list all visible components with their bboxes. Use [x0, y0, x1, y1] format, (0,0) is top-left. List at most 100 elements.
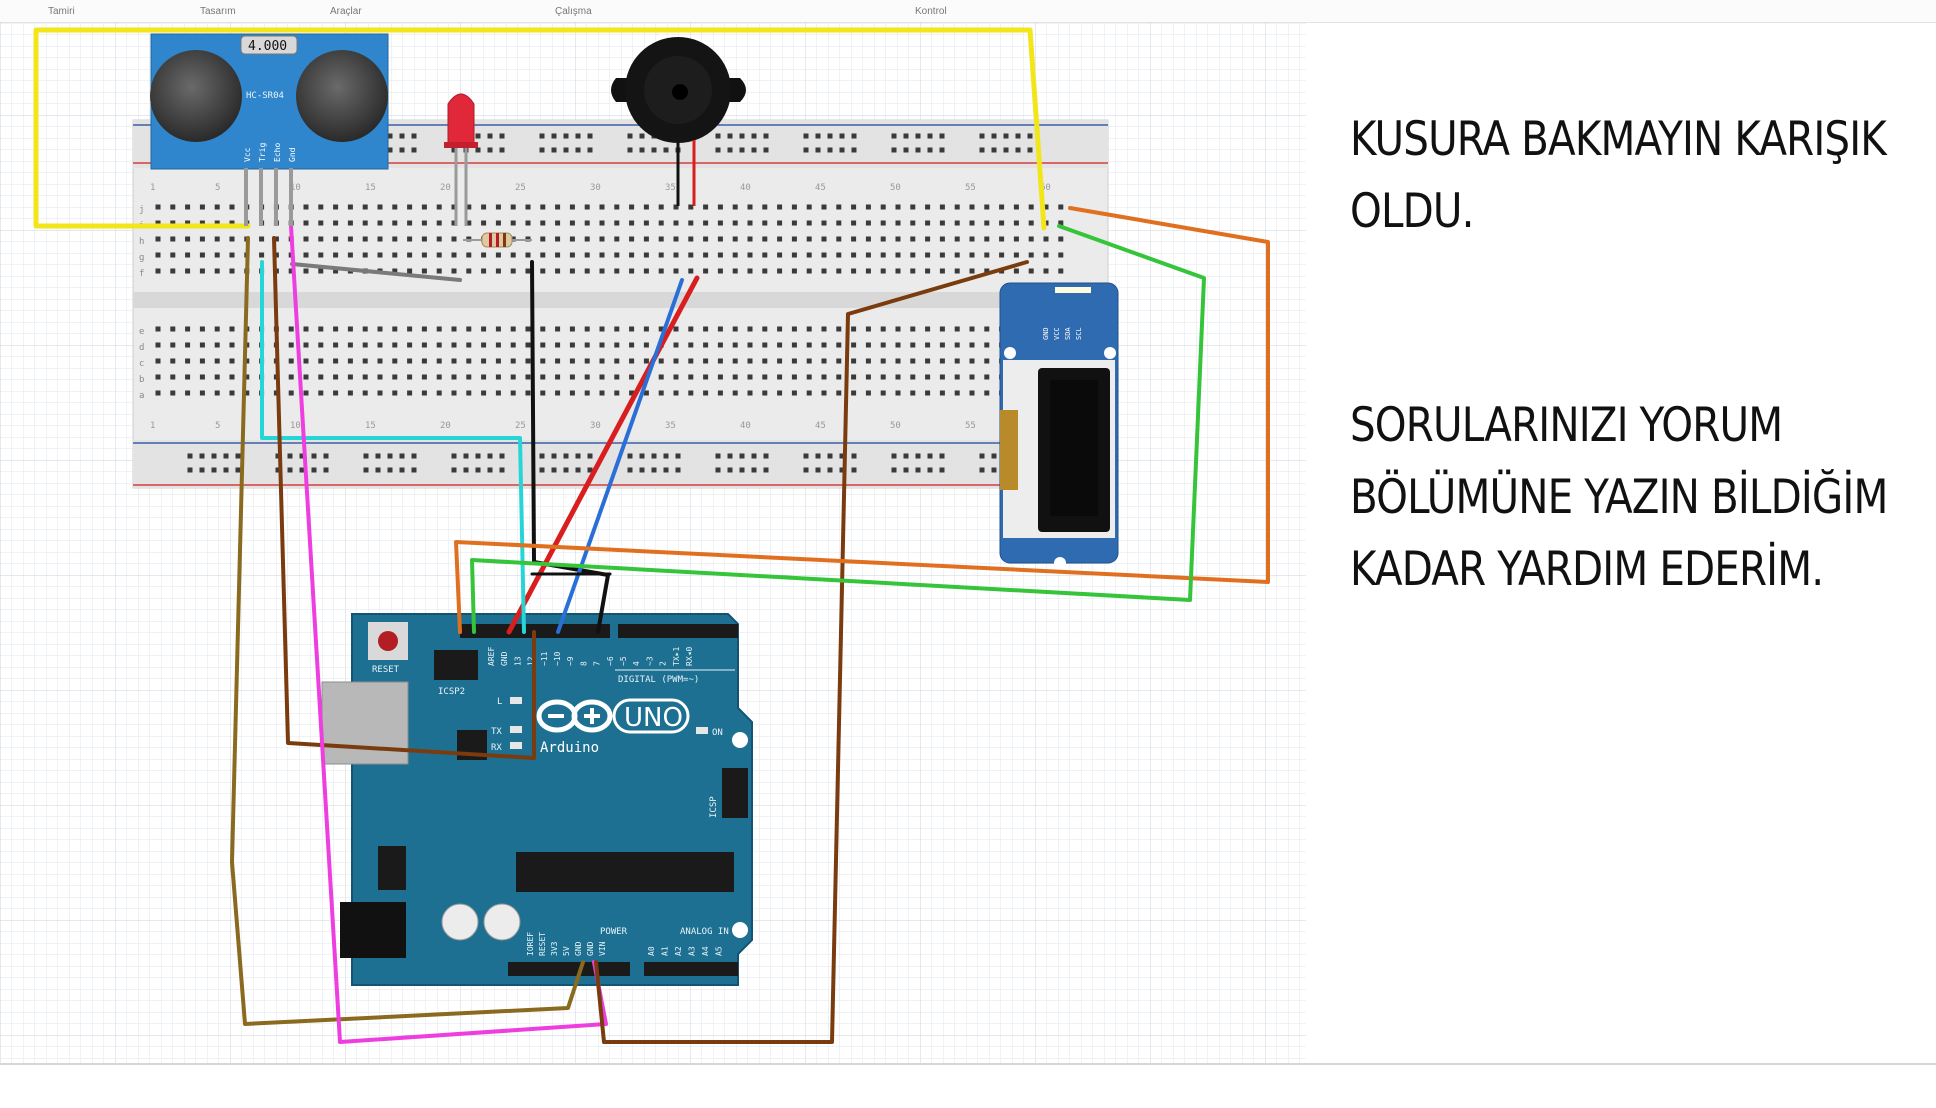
breadboard-hole	[495, 268, 501, 274]
rail-hole	[387, 133, 393, 139]
wire-orange[interactable]	[454, 206, 1270, 634]
column-number: 55	[965, 421, 976, 431]
breadboard-hole	[643, 390, 649, 396]
breadboard-hole	[407, 358, 413, 364]
sensor-model: HC-SR04	[246, 91, 284, 101]
breadboard-hole	[170, 390, 176, 396]
breadboard-hole	[303, 252, 309, 258]
breadboard-hole	[762, 358, 768, 364]
wire-yellow[interactable]	[33, 27, 1047, 231]
breadboard-hole	[762, 252, 768, 258]
breadboard-hole	[643, 268, 649, 274]
breadboard-hole	[555, 390, 561, 396]
breadboard-hole	[155, 374, 161, 380]
rail-hole	[915, 467, 921, 473]
breadboard-hole	[999, 236, 1005, 242]
breadboard-hole	[599, 220, 605, 226]
breadboard-hole	[362, 374, 368, 380]
breadboard-hole	[717, 252, 723, 258]
breadboard-hole	[925, 326, 931, 332]
breadboard-hole	[836, 390, 842, 396]
breadboard-hole	[495, 390, 501, 396]
red-led[interactable]	[444, 93, 478, 226]
toolbar-item[interactable]: Tasarım	[200, 6, 236, 17]
column-number: 5	[215, 183, 220, 193]
reset-label: RESET	[372, 665, 400, 675]
breadboard-hole	[303, 390, 309, 396]
row-label: g	[139, 253, 144, 263]
breadboard-hole	[466, 358, 472, 364]
rail-hole	[839, 467, 845, 473]
breadboard-hole	[214, 374, 220, 380]
breadboard-hole	[895, 268, 901, 274]
buzzer[interactable]	[611, 37, 746, 206]
wire-black[interactable]	[530, 260, 610, 634]
breadboard-hole	[377, 220, 383, 226]
breadboard-hole	[451, 220, 457, 226]
breadboard-hole	[629, 236, 635, 242]
breadboard-hole	[199, 236, 205, 242]
breadboard-hole	[821, 204, 827, 210]
resistor[interactable]	[463, 232, 532, 248]
breadboard-hole	[584, 390, 590, 396]
wire-cyan[interactable]	[260, 260, 526, 634]
toolbar-item[interactable]: Çalışma	[555, 6, 592, 17]
breadboard-hole	[954, 358, 960, 364]
breadboard-hole	[954, 342, 960, 348]
breadboard-hole	[984, 236, 990, 242]
breadboard-hole	[688, 204, 694, 210]
breadboard-hole	[288, 390, 294, 396]
breadboard-hole	[466, 204, 472, 210]
board-model: UNO	[624, 703, 683, 733]
breadboard-hole	[865, 220, 871, 226]
rail-hole	[979, 467, 985, 473]
breadboard-hole	[954, 390, 960, 396]
icsp2-header	[434, 650, 478, 680]
breadboard-hole	[895, 358, 901, 364]
transducer-left	[150, 50, 242, 142]
rail-hole	[627, 147, 633, 153]
breadboard-hole	[185, 358, 191, 364]
breadboard-hole	[333, 268, 339, 274]
wire-green[interactable]	[470, 224, 1206, 634]
breadboard-hole	[747, 252, 753, 258]
column-number: 35	[665, 421, 676, 431]
wire-gray[interactable]	[290, 262, 462, 282]
breadboard-hole	[333, 252, 339, 258]
wire-brown-trig[interactable]	[272, 236, 536, 760]
rail-hole	[903, 133, 909, 139]
toolbar-item[interactable]: Araçlar	[330, 6, 362, 17]
breadboard-hole	[362, 326, 368, 332]
pin-label: Echo	[273, 143, 282, 162]
rail-hole	[891, 453, 897, 459]
breadboard-hole	[318, 390, 324, 396]
breadboard-hole	[851, 236, 857, 242]
rail-hole	[763, 133, 769, 139]
breadboard-hole	[392, 252, 398, 258]
column-numbers-bottom: 1 5 10 15 20 25 30 35 40 45 50 55 60	[150, 421, 1051, 431]
wire-olive[interactable]	[230, 236, 585, 1026]
toolbar-item[interactable]: Tamiri	[48, 6, 75, 17]
column-number: 20	[440, 183, 451, 193]
breadboard-hole	[925, 358, 931, 364]
breadboard-hole	[170, 342, 176, 348]
row-label: d	[139, 343, 144, 353]
wire-brown-oled[interactable]	[594, 260, 1029, 1044]
note-line: KADAR YARDIM EDERİM.	[1350, 542, 1824, 597]
toolbar-item[interactable]: Kontrol	[915, 6, 947, 17]
rail-hole	[199, 467, 205, 473]
breadboard-hole	[540, 220, 546, 226]
breadboard-hole	[954, 220, 960, 226]
breadboard-hole	[407, 268, 413, 274]
breadboard-hole	[288, 342, 294, 348]
rail-hole	[979, 147, 985, 153]
breadboard-hole	[392, 268, 398, 274]
breadboard-hole	[347, 252, 353, 258]
rail-hole	[299, 453, 305, 459]
column-number: 1	[150, 183, 155, 193]
pin-label: GND	[586, 941, 595, 956]
breadboard-hole	[806, 342, 812, 348]
